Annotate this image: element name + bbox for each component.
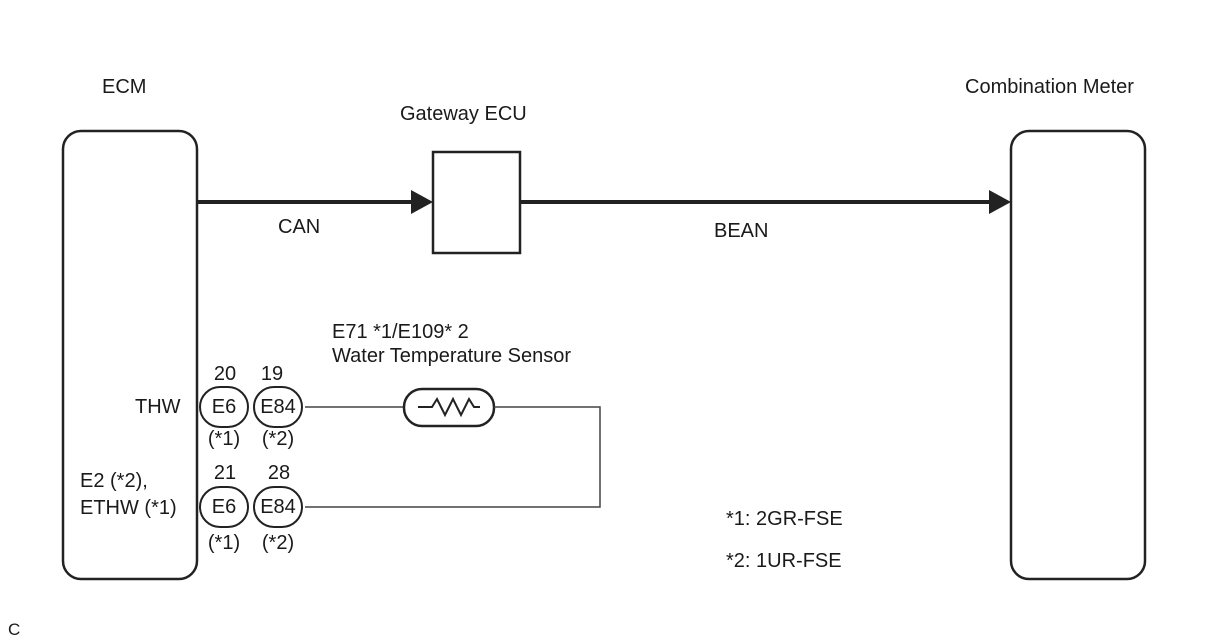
thw-note-e6: (*1): [207, 428, 241, 450]
thw-pin-e84: 19: [260, 363, 284, 385]
gateway-box: [431, 150, 522, 255]
sensor-name-label: Water Temperature Sensor: [332, 345, 571, 367]
ethw-note-e6: (*1): [207, 532, 241, 554]
ethw-pin-e6: 21: [213, 462, 237, 484]
ethw-connector-e6: E6: [199, 486, 249, 528]
thw-connector-e6: E6: [199, 386, 249, 428]
ethw-label-line2: ETHW (*1): [80, 497, 177, 519]
ethw-note-e84: (*2): [261, 532, 295, 554]
meter-title: Combination Meter: [965, 76, 1134, 98]
can-label: CAN: [278, 216, 321, 238]
legend-item-2: *2: 1UR-FSE: [726, 550, 842, 572]
thw-note-e84: (*2): [261, 428, 295, 450]
thw-pin-e6: 20: [213, 363, 237, 385]
ethw-pin-e84: 28: [267, 462, 291, 484]
gateway-title: Gateway ECU: [400, 103, 527, 125]
ethw-label-line1: E2 (*2),: [80, 470, 148, 492]
legend-item-1: *1: 2GR-FSE: [726, 508, 843, 530]
resistor-symbol-icon: [418, 396, 480, 418]
bean-label: BEAN: [714, 220, 769, 242]
bean-arrow: [989, 190, 1011, 214]
corner-mark: C: [8, 620, 21, 639]
ecm-box: [61, 129, 199, 581]
can-arrow: [411, 190, 433, 214]
meter-box: [1009, 129, 1147, 581]
return-wire: [305, 406, 601, 508]
ecm-title: ECM: [102, 76, 147, 98]
thw-connector-e84: E84: [253, 386, 303, 428]
sensor-id-label: E71 *1/E109* 2: [332, 321, 469, 343]
ethw-connector-e84: E84: [253, 486, 303, 528]
thw-label: THW: [135, 396, 181, 418]
